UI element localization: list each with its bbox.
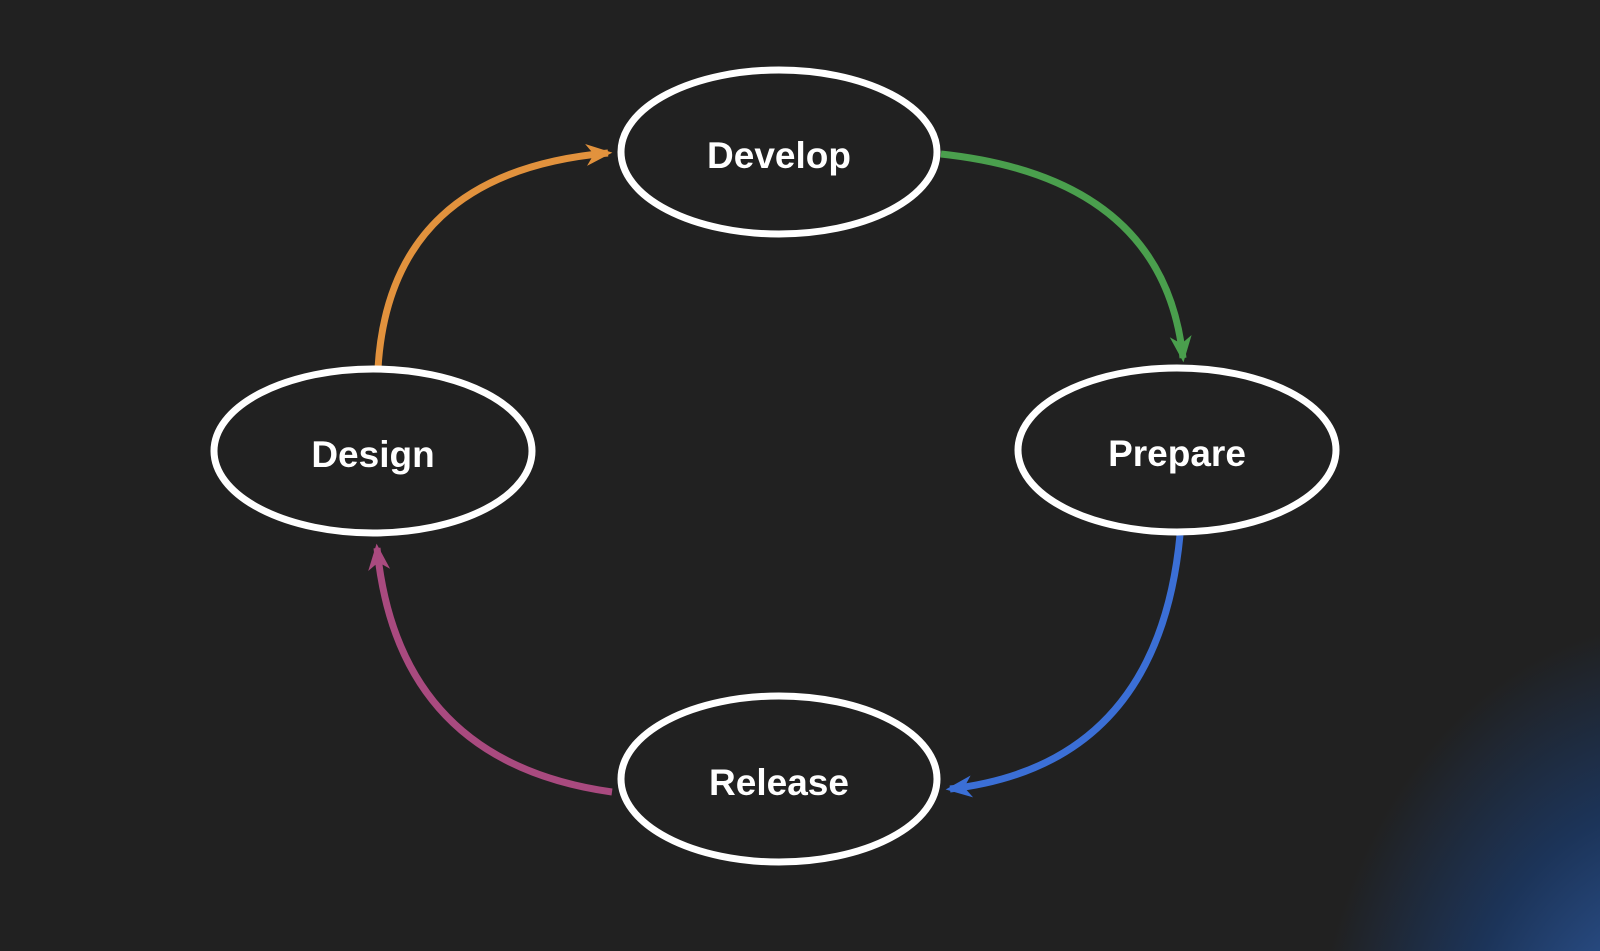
node-prepare-shape [1014,364,1340,536]
edge-develop-to-prepare [940,150,1192,363]
node-design: Design [210,365,536,537]
node-prepare: Prepare [1014,364,1340,536]
node-prepare-label: Prepare [1108,433,1246,474]
edge-prepare-to-release [945,534,1184,798]
node-release-label: Release [709,762,849,803]
node-design-shape [210,365,536,537]
edge-release-to-design [368,543,613,796]
edge-design-to-develop [374,143,613,369]
node-develop: Develop [617,66,941,238]
node-release-shape [617,692,941,866]
node-develop-label: Develop [707,135,851,176]
node-develop-shape [617,66,941,238]
node-release: Release [617,692,941,866]
node-design-label: Design [311,434,434,475]
